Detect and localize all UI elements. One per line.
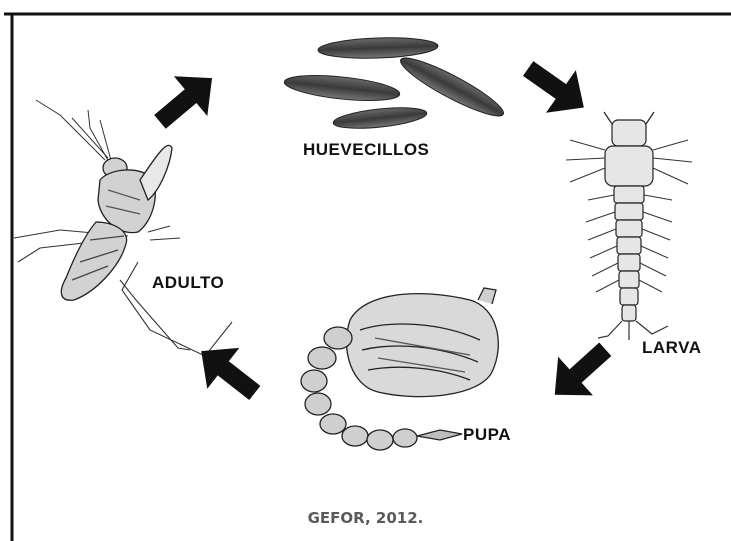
eggs-label: HUEVECILLOS bbox=[303, 140, 429, 160]
pupa-label: PUPA bbox=[463, 425, 511, 445]
source-caption: GEFOR, 2012. bbox=[0, 509, 731, 527]
adult-label: ADULTO bbox=[152, 273, 224, 293]
larva-label: LARVA bbox=[642, 338, 702, 358]
